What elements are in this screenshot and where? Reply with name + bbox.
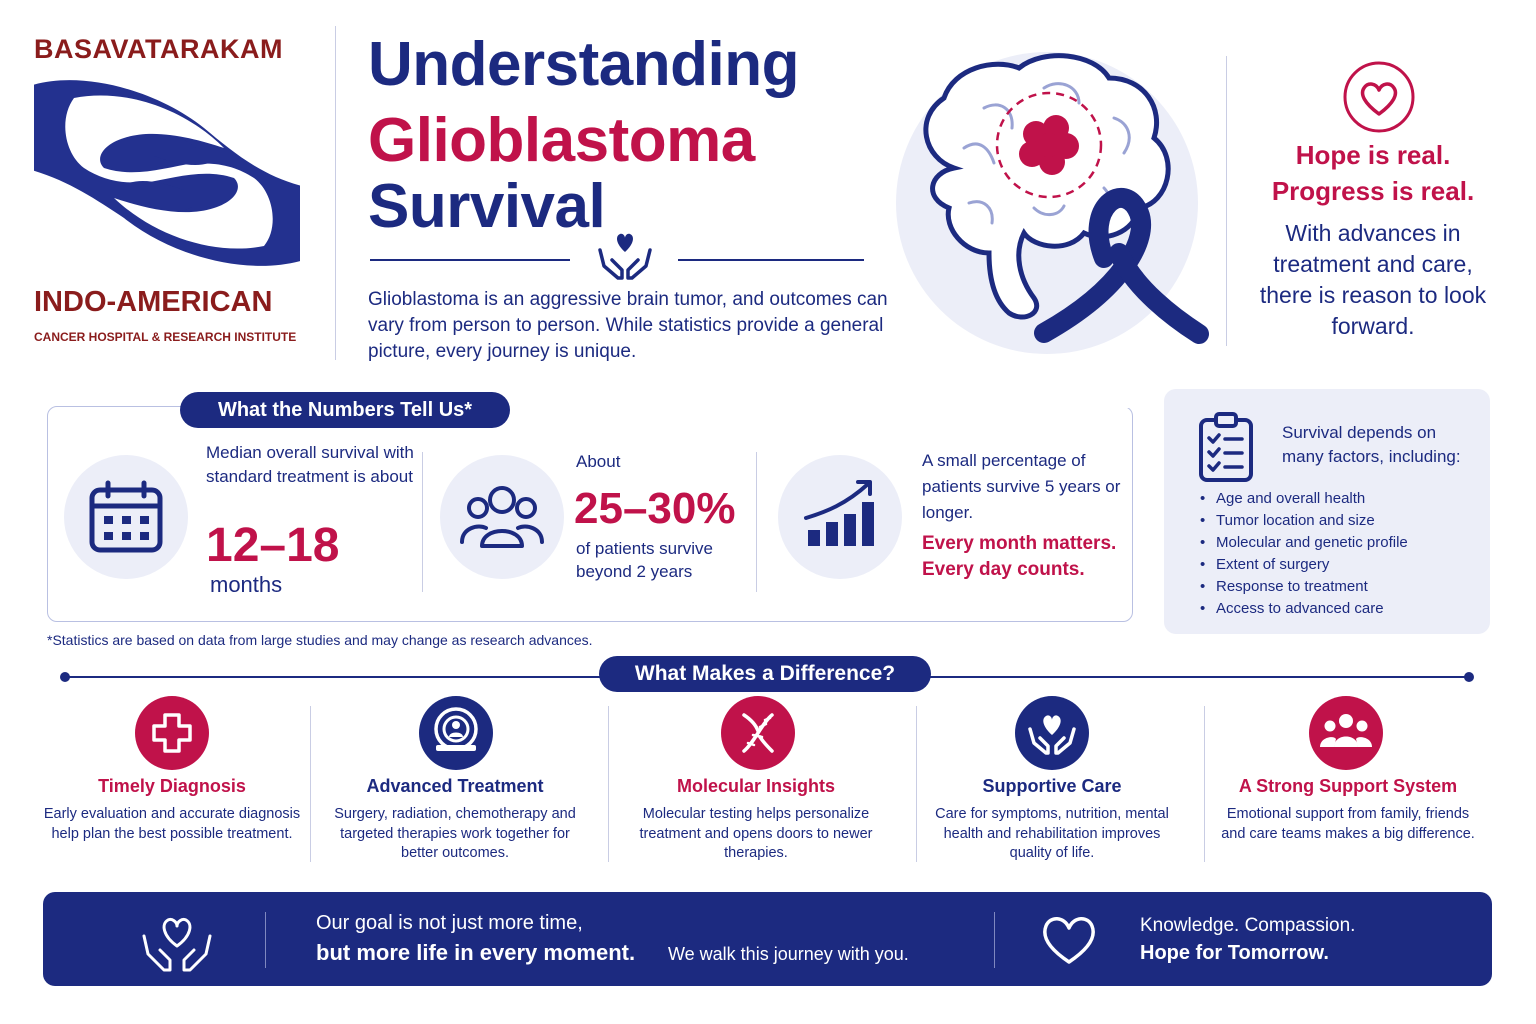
page-title-line-2: Glioblastoma — [368, 106, 755, 175]
statistics-footnote: *Statistics are based on data from large… — [47, 632, 593, 648]
factor-item: Extent of surgery — [1200, 554, 1408, 576]
radiation-machine-icon — [418, 695, 494, 776]
heart-icon — [1038, 910, 1100, 968]
calendar-icon — [86, 480, 166, 556]
brain-tumor-icon — [894, 38, 1224, 368]
factor-item: Age and overall health — [1200, 488, 1408, 510]
stat1-value: 12–18 — [206, 519, 340, 572]
medical-cross-icon — [134, 695, 210, 776]
people-icon — [458, 478, 546, 554]
stat1-unit: months — [210, 572, 283, 597]
difference-item-text: Molecular testing helps personalize trea… — [639, 806, 873, 861]
page-title-line-1: Understanding — [368, 30, 799, 99]
factors-list: Age and overall health Tumor location an… — [1200, 488, 1408, 620]
difference-item-title: Molecular Insights — [676, 776, 836, 796]
growth-chart-icon — [802, 474, 882, 550]
title-rule — [370, 259, 570, 261]
title-rule — [678, 259, 864, 261]
clipboard-checklist-icon — [1196, 410, 1256, 484]
logo-subtitle: CANCER HOSPITAL & RESEARCH INSTITUTE — [34, 330, 297, 344]
stat3-emphasis-2: Every day counts. — [922, 559, 1085, 580]
heart-hands-icon — [138, 906, 216, 976]
heart-hands-icon — [596, 228, 654, 282]
difference-item-text: Surgery, radiation, chemotherapy and tar… — [334, 806, 576, 861]
factor-item: Access to advanced care — [1200, 598, 1408, 620]
divider — [1226, 56, 1227, 346]
logo-middle-text: INDO-AMERICAN — [34, 286, 273, 318]
numbers-panel — [47, 406, 1133, 622]
footer-line-2: but more life in every moment. — [316, 940, 636, 965]
logo-hands-icon — [34, 68, 300, 276]
difference-item-timely-diagnosis: Timely Diagnosis Early evaluation and ac… — [42, 776, 302, 844]
divider — [756, 452, 757, 592]
stat3-emphasis-1: Every month matters. — [922, 533, 1117, 554]
divider — [422, 452, 423, 592]
numbers-heading: What the Numbers Tell Us* — [180, 392, 510, 428]
divider — [916, 706, 917, 862]
divider — [335, 26, 336, 360]
difference-item-support-system: A Strong Support System Emotional suppor… — [1218, 776, 1478, 844]
difference-item-molecular-insights: Molecular Insights Molecular testing hel… — [626, 776, 886, 864]
difference-item-text: Care for symptoms, nutrition, mental hea… — [935, 806, 1169, 861]
factors-title: Survival depends on many factors, includ… — [1282, 423, 1461, 466]
hope-text: With advances in treatment and care, the… — [1259, 220, 1487, 339]
intro-paragraph: Glioblastoma is an aggressive brain tumo… — [368, 289, 888, 362]
factor-item: Response to treatment — [1200, 576, 1408, 598]
stat2-value: 25–30% — [574, 484, 736, 533]
difference-heading: What Makes a Difference? — [599, 656, 931, 692]
footer-line-3: We walk this journey with you. — [668, 944, 909, 964]
footer-tagline-2: Hope for Tomorrow. — [1140, 942, 1329, 964]
footer-divider — [994, 912, 995, 968]
hope-headline-2: Progress is real. — [1271, 176, 1475, 206]
numbers-panel-gap — [500, 406, 1136, 408]
dna-icon — [720, 695, 796, 776]
page-title-line-3: Survival — [368, 172, 606, 241]
group-icon — [1308, 695, 1384, 776]
footer-line-1: Our goal is not just more time, — [316, 912, 583, 934]
difference-item-title: Advanced Treatment — [366, 776, 544, 796]
difference-item-title: Supportive Care — [982, 776, 1122, 796]
heart-circle-icon — [1342, 60, 1416, 134]
hope-headline-1: Hope is real. — [1295, 140, 1451, 170]
difference-item-text: Emotional support from family, friends a… — [1221, 806, 1475, 842]
icon-backdrop — [440, 455, 564, 579]
footer-banner — [43, 892, 1492, 986]
logo-top-text: BASAVATARAKAM — [34, 34, 283, 64]
difference-item-title: Timely Diagnosis — [98, 776, 246, 796]
divider — [608, 706, 609, 862]
stat1-label: Median overall survival with standard tr… — [206, 443, 414, 486]
icon-backdrop — [778, 455, 902, 579]
footer-divider — [265, 912, 266, 968]
difference-item-supportive-care: Supportive Care Care for symptoms, nutri… — [922, 776, 1182, 864]
factor-item: Molecular and genetic profile — [1200, 532, 1408, 554]
heart-hands-icon — [1014, 695, 1090, 776]
divider — [1204, 706, 1205, 862]
stat3-label: A small percentage of patients survive 5… — [922, 451, 1121, 522]
factor-item: Tumor location and size — [1200, 510, 1408, 532]
divider — [310, 706, 311, 862]
rule-dot — [60, 672, 70, 682]
difference-item-advanced-treatment: Advanced Treatment Surgery, radiation, c… — [325, 776, 585, 864]
rule-dot — [1464, 672, 1474, 682]
difference-item-title: A Strong Support System — [1238, 776, 1458, 796]
stat2-label: of patients survive beyond 2 years — [576, 539, 714, 581]
difference-item-text: Early evaluation and accurate diagnosis … — [43, 806, 301, 842]
footer-tagline-1: Knowledge. Compassion. — [1140, 915, 1356, 936]
stat2-prefix: About — [576, 452, 621, 471]
